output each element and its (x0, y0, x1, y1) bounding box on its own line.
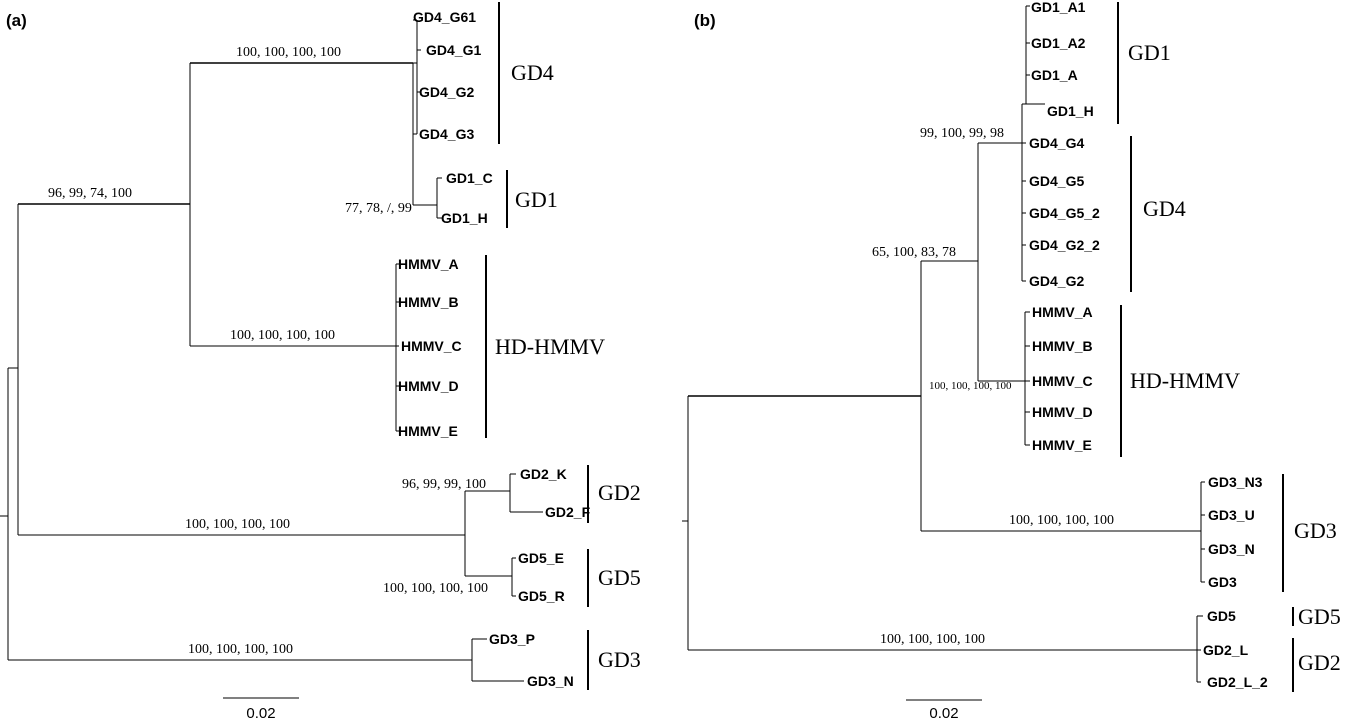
panel-a-branches (0, 19, 543, 682)
leaf-label: GD4_G5_2 (1029, 205, 1100, 221)
leaf-label: GD5_R (518, 588, 565, 604)
panel-a-label: (a) (6, 11, 27, 30)
clade-label-gd5: GD5 (1298, 604, 1341, 629)
clade-label-gd2: GD2 (598, 480, 641, 505)
support-value: 96, 99, 99, 100 (402, 477, 486, 492)
leaf-label: GD1_A2 (1031, 35, 1086, 51)
support-value: 100, 100, 100, 100 (185, 517, 290, 532)
leaf-label: GD5_E (518, 550, 564, 566)
leaf-label: GD4_G2 (1029, 273, 1084, 289)
panel-a-clade-bars (485, 2, 589, 690)
clade-label-gd1: GD1 (1128, 40, 1171, 65)
support-value: 100, 100, 100, 100 (236, 45, 341, 60)
leaf-label: GD4_G2_2 (1029, 237, 1100, 253)
panel-b-branches (682, 5, 1205, 683)
leaf-label: GD4_G5 (1029, 173, 1084, 189)
clade-label-gd2: GD2 (1298, 650, 1341, 675)
clade-label-gd5: GD5 (598, 565, 641, 590)
panel-a-leaf-labels: GD4_G61 GD4_G1 GD4_G2 GD4_G3 GD1_C GD1_H… (398, 9, 591, 689)
panel-b-leaf-labels: GD1_A1 GD1_A2 GD1_A GD1_H GD4_G4 GD4_G5 … (1029, 0, 1268, 690)
leaf-label: HMMV_A (1032, 304, 1093, 320)
clade-label-gd4: GD4 (1143, 196, 1186, 221)
clade-label-gd1: GD1 (515, 187, 558, 212)
support-value: 77, 78, /, 99 (345, 201, 412, 216)
panel-a-scale-bar: 0.02 (223, 697, 299, 722)
leaf-label: GD4_G3 (419, 126, 474, 142)
leaf-label: GD2_F (545, 504, 591, 520)
leaf-label: HMMV_D (398, 378, 459, 394)
support-value: 99, 100, 99, 98 (920, 126, 1004, 141)
leaf-label: GD4_G1 (426, 42, 481, 58)
panel-b-support-values: 99, 100, 99, 98 65, 100, 83, 78 100, 100… (872, 126, 1114, 647)
support-value: 100, 100, 100, 100 (188, 642, 293, 657)
leaf-label: GD3_P (489, 631, 535, 647)
panel-b-clade-bars (1117, 2, 1294, 692)
panel-a-clade-labels: GD4 GD1 HD-HMMV GD2 GD5 GD3 (495, 60, 641, 672)
leaf-label: GD2_K (520, 466, 567, 482)
leaf-label: GD4_G2 (419, 84, 474, 100)
panel-a-support-values: 100, 100, 100, 100 96, 99, 74, 100 77, 7… (48, 45, 488, 657)
leaf-label: HMMV_B (398, 294, 459, 310)
clade-label-gd3: GD3 (1294, 518, 1337, 543)
leaf-label: GD2_L_2 (1207, 674, 1268, 690)
leaf-label: GD3 (1208, 574, 1237, 590)
leaf-label: HMMV_D (1032, 404, 1093, 420)
support-value: 100, 100, 100, 100 (929, 380, 1012, 392)
scale-bar-label: 0.02 (246, 705, 275, 722)
leaf-label: GD1_A (1031, 67, 1078, 83)
leaf-label: HMMV_B (1032, 338, 1093, 354)
panel-b-label: (b) (694, 11, 716, 30)
leaf-label: GD4_G4 (1029, 135, 1084, 151)
panel-b: (b) (682, 0, 1341, 722)
leaf-label: GD1_C (446, 170, 493, 186)
leaf-label: GD3_N (1208, 541, 1255, 557)
scale-bar-label: 0.02 (929, 705, 958, 722)
clade-label-hd-hmmv: HD-HMMV (495, 334, 605, 359)
leaf-label: GD1_H (441, 210, 488, 226)
leaf-label: HMMV_C (1032, 373, 1093, 389)
leaf-label: GD4_G61 (413, 9, 476, 25)
leaf-label: GD2_L (1203, 642, 1249, 658)
clade-label-gd3: GD3 (598, 647, 641, 672)
panel-b-scale-bar: 0.02 (906, 699, 982, 722)
support-value: 65, 100, 83, 78 (872, 245, 956, 260)
leaf-label: HMMV_E (398, 423, 458, 439)
leaf-label: GD1_H (1047, 103, 1094, 119)
support-value: 100, 100, 100, 100 (230, 328, 335, 343)
leaf-label: GD5 (1207, 608, 1236, 624)
leaf-label: HMMV_C (401, 338, 462, 354)
leaf-label: GD3_N3 (1208, 474, 1263, 490)
support-value: 100, 100, 100, 100 (880, 632, 985, 647)
panel-b-clade-labels: GD1 GD4 HD-HMMV GD3 GD5 GD2 (1128, 40, 1341, 675)
support-value: 96, 99, 74, 100 (48, 186, 132, 201)
clade-label-gd4: GD4 (511, 60, 554, 85)
support-value: 100, 100, 100, 100 (1009, 513, 1114, 528)
panel-a: (a) (0, 2, 641, 722)
clade-label-hd-hmmv: HD-HMMV (1130, 368, 1240, 393)
leaf-label: HMMV_A (398, 256, 459, 272)
support-value: 100, 100, 100, 100 (383, 581, 488, 596)
leaf-label: GD3_U (1208, 507, 1255, 523)
leaf-label: GD3_N (527, 673, 574, 689)
leaf-label: HMMV_E (1032, 437, 1092, 453)
leaf-label: GD1_A1 (1031, 0, 1086, 15)
